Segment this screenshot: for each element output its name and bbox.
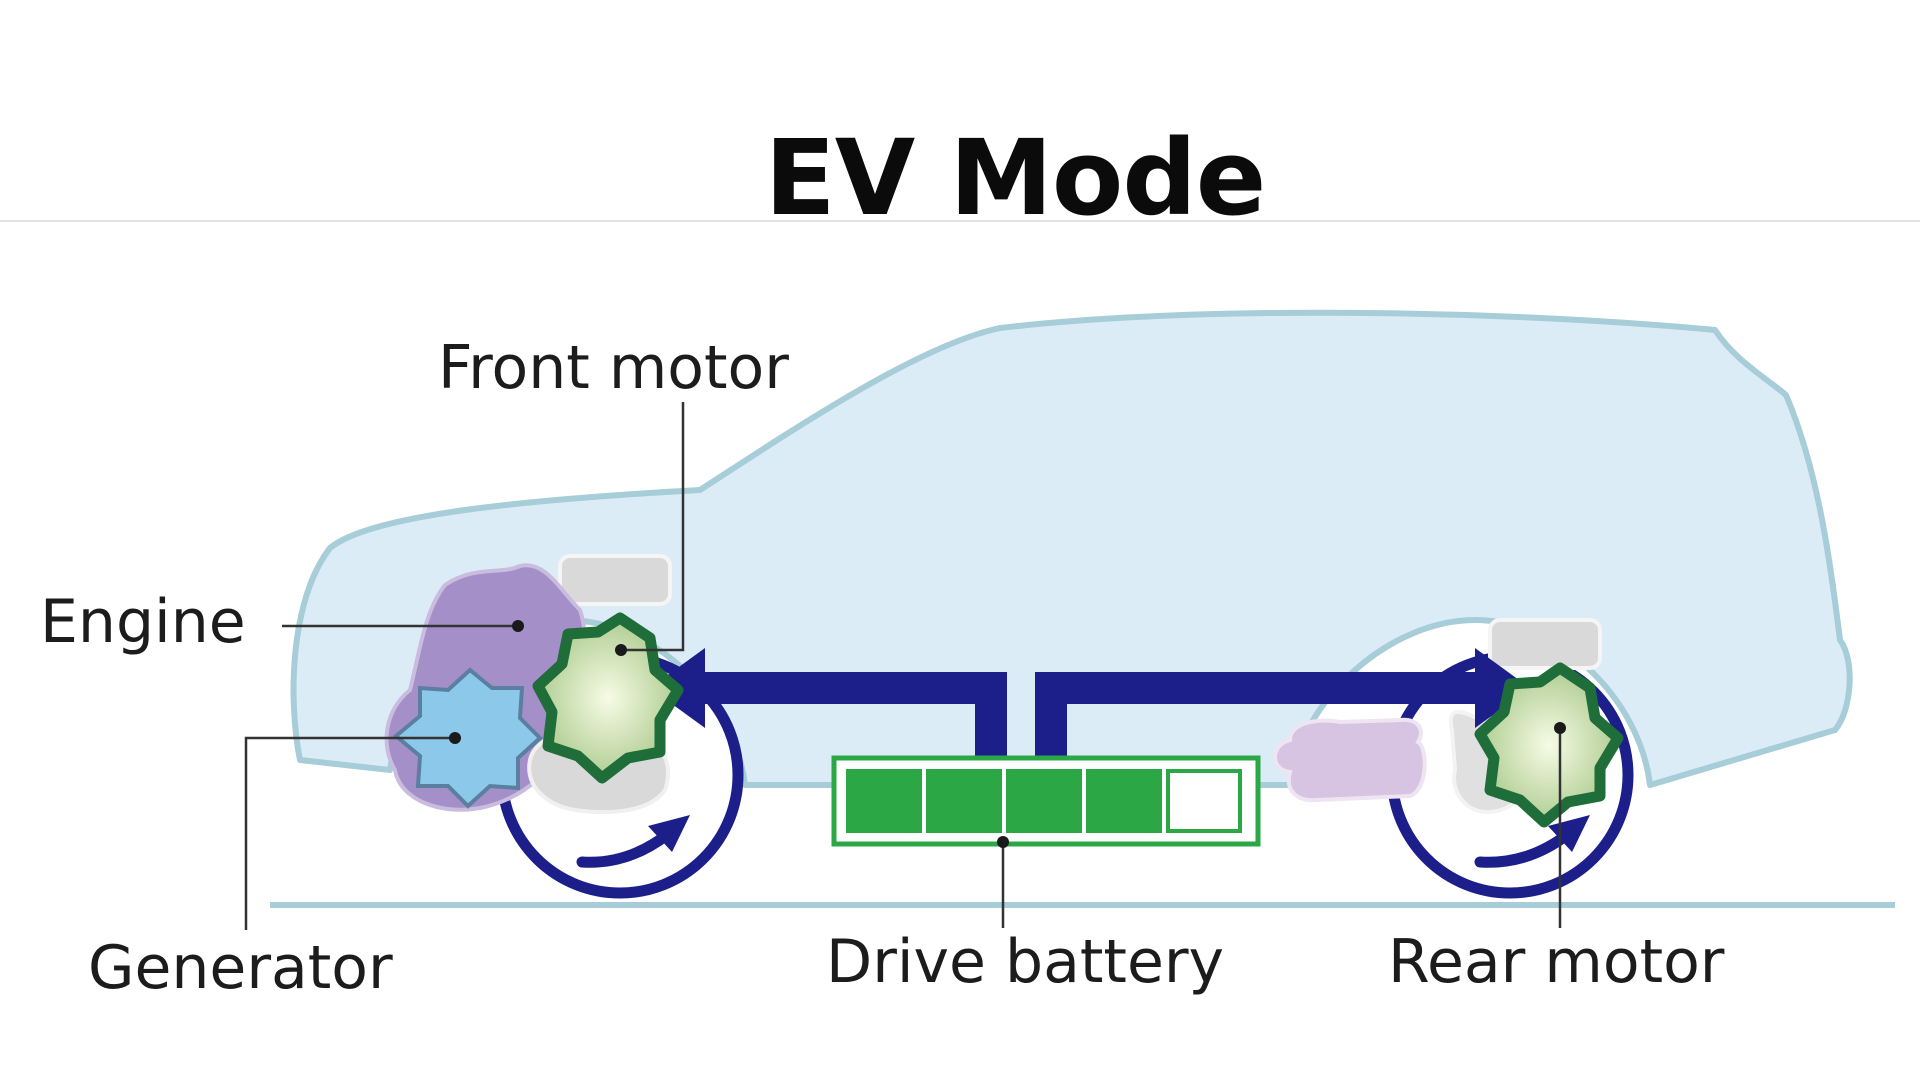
front-inverter-box — [558, 554, 672, 606]
leader-front-motor — [621, 402, 685, 652]
label-engine: Engine — [40, 587, 246, 657]
title-divider — [0, 220, 1920, 222]
label-rear-motor: Rear motor — [1388, 927, 1725, 997]
front-motor-icon — [532, 612, 684, 784]
page-title: EV Mode — [764, 117, 1267, 239]
power-flow-rear — [1035, 648, 1530, 757]
label-generator: Generator — [88, 933, 393, 1003]
battery-cell-empty — [1166, 769, 1242, 833]
leader-lines — [244, 402, 1562, 930]
rear-drive-unit — [1273, 717, 1427, 803]
dot-battery — [997, 836, 1009, 848]
power-flow-front — [650, 648, 1007, 757]
battery-cell-filled — [846, 769, 922, 833]
rear-motor-icon — [1474, 662, 1624, 828]
dot-generator — [449, 732, 461, 744]
leader-generator — [244, 736, 455, 930]
dot-rear-motor — [1554, 722, 1566, 734]
label-front-motor: Front motor — [438, 333, 789, 403]
dot-engine — [512, 620, 524, 632]
leader-dots — [449, 620, 1566, 848]
battery-cell-filled — [1086, 769, 1162, 833]
rear-inverter-box — [1488, 618, 1602, 670]
dot-front-motor — [615, 644, 627, 656]
label-drive-battery: Drive battery — [826, 927, 1225, 997]
battery-cell-filled — [1006, 769, 1082, 833]
battery-cell-filled — [926, 769, 1002, 833]
drive-battery — [831, 755, 1261, 847]
generator-icon — [392, 667, 543, 809]
